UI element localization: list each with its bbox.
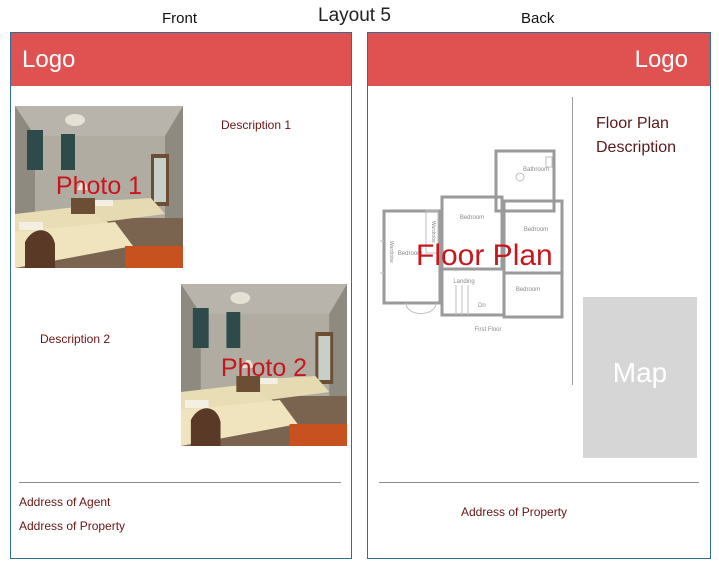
description-2: Description 2 bbox=[40, 332, 111, 346]
description-1: Description 1 bbox=[221, 118, 292, 132]
back-logo: Logo bbox=[634, 45, 688, 73]
front-logo: Logo bbox=[22, 45, 76, 73]
floor-plan: Bathroom Bedroom Bedroom Bedroom Bedroom… bbox=[376, 145, 566, 335]
floor-plan-label: Floor Plan bbox=[416, 239, 553, 272]
plan-label-bedroom-bottom: Bedroom bbox=[516, 287, 540, 293]
map-placeholder: Map bbox=[583, 297, 697, 458]
address-of-agent: Address of Agent bbox=[19, 495, 111, 509]
bedroom-image-2 bbox=[181, 284, 347, 446]
photo-1-label: Photo 1 bbox=[55, 172, 143, 200]
photo-1: Photo 1 bbox=[15, 106, 183, 268]
plan-label-wardrobe-1: Wardrobe bbox=[388, 241, 394, 263]
plan-label-bedroom-left: Bedroom bbox=[398, 251, 422, 257]
back-address-of-property: Address of Property bbox=[461, 505, 568, 519]
photo-2: Photo 2 bbox=[181, 284, 347, 446]
front-label: Front bbox=[162, 10, 198, 27]
plan-label-bedroom-top: Bedroom bbox=[460, 215, 484, 221]
photo-2-label: Photo 2 bbox=[220, 354, 308, 382]
front-header: Logo bbox=[11, 33, 351, 86]
plan-label-bathroom: Bathroom bbox=[523, 167, 549, 173]
back-label: Back bbox=[521, 10, 555, 27]
map-label: Map bbox=[612, 357, 668, 388]
plan-label-first-floor: First Floor bbox=[475, 327, 502, 333]
plan-label-landing: Landing bbox=[453, 279, 474, 285]
front-divider bbox=[19, 482, 341, 483]
back-card: Logo Bathroom Bedroom Bedroom bbox=[367, 32, 711, 559]
plan-label-dn: Dn bbox=[478, 303, 486, 309]
back-divider bbox=[379, 482, 699, 483]
floor-plan-description-line-1: Floor Plan bbox=[596, 115, 669, 132]
plan-label-wardrobe-2: Wardrobe bbox=[430, 221, 436, 243]
back-vertical-divider bbox=[572, 97, 573, 385]
layout-title: Layout 5 bbox=[318, 5, 391, 26]
back-header: Logo bbox=[368, 33, 710, 86]
bedroom-image-1 bbox=[15, 106, 183, 268]
plan-label-bedroom-right: Bedroom bbox=[524, 227, 548, 233]
front-address-of-property: Address of Property bbox=[19, 519, 126, 533]
floor-plan-drawing: Bathroom Bedroom Bedroom Bedroom Bedroom… bbox=[380, 149, 564, 333]
floor-plan-description: Floor Plan Description bbox=[596, 112, 676, 160]
front-card: Logo Photo 1 Description 1 Description 2 bbox=[10, 32, 352, 559]
floor-plan-description-line-2: Description bbox=[596, 139, 677, 156]
